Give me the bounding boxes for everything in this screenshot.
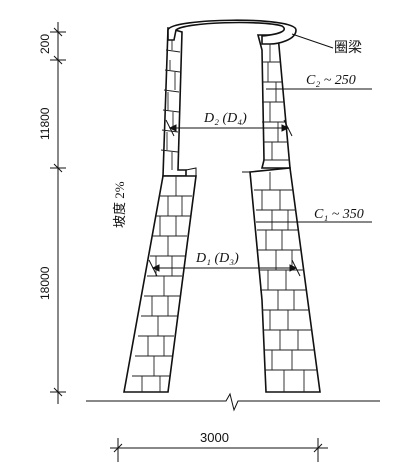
- ring-beam-label: 圈梁: [334, 40, 362, 56]
- height-lower-label: 18000: [38, 266, 52, 300]
- ring-beam-leader: [291, 33, 334, 49]
- base-width-label: 3000: [200, 430, 229, 445]
- d1-label: D₁ (D₃): [195, 251, 239, 266]
- height-dimension: [50, 22, 66, 404]
- left-wall: [123, 26, 197, 393]
- d2-dimension: [165, 119, 293, 137]
- left-lower-bricks: [132, 176, 192, 392]
- c1-label: C₁ ~ 350: [314, 207, 364, 222]
- right-wall: [242, 34, 321, 393]
- width-dimension: [110, 438, 328, 462]
- d1-dimension: [148, 259, 301, 277]
- d2-label: D₂ (D₄): [203, 111, 247, 126]
- height-upper-label: 11800: [38, 107, 52, 140]
- left-upper-bricks: [160, 40, 181, 170]
- right-lower-bricks: [254, 172, 317, 392]
- ring-beam: [167, 19, 297, 45]
- right-upper-bricks: [262, 44, 290, 161]
- slope-label: 坡度 2%: [112, 181, 127, 228]
- c2-label: C₂ ~ 250: [306, 73, 356, 88]
- height-top-label: 200: [38, 34, 52, 54]
- ground-line: [86, 392, 380, 412]
